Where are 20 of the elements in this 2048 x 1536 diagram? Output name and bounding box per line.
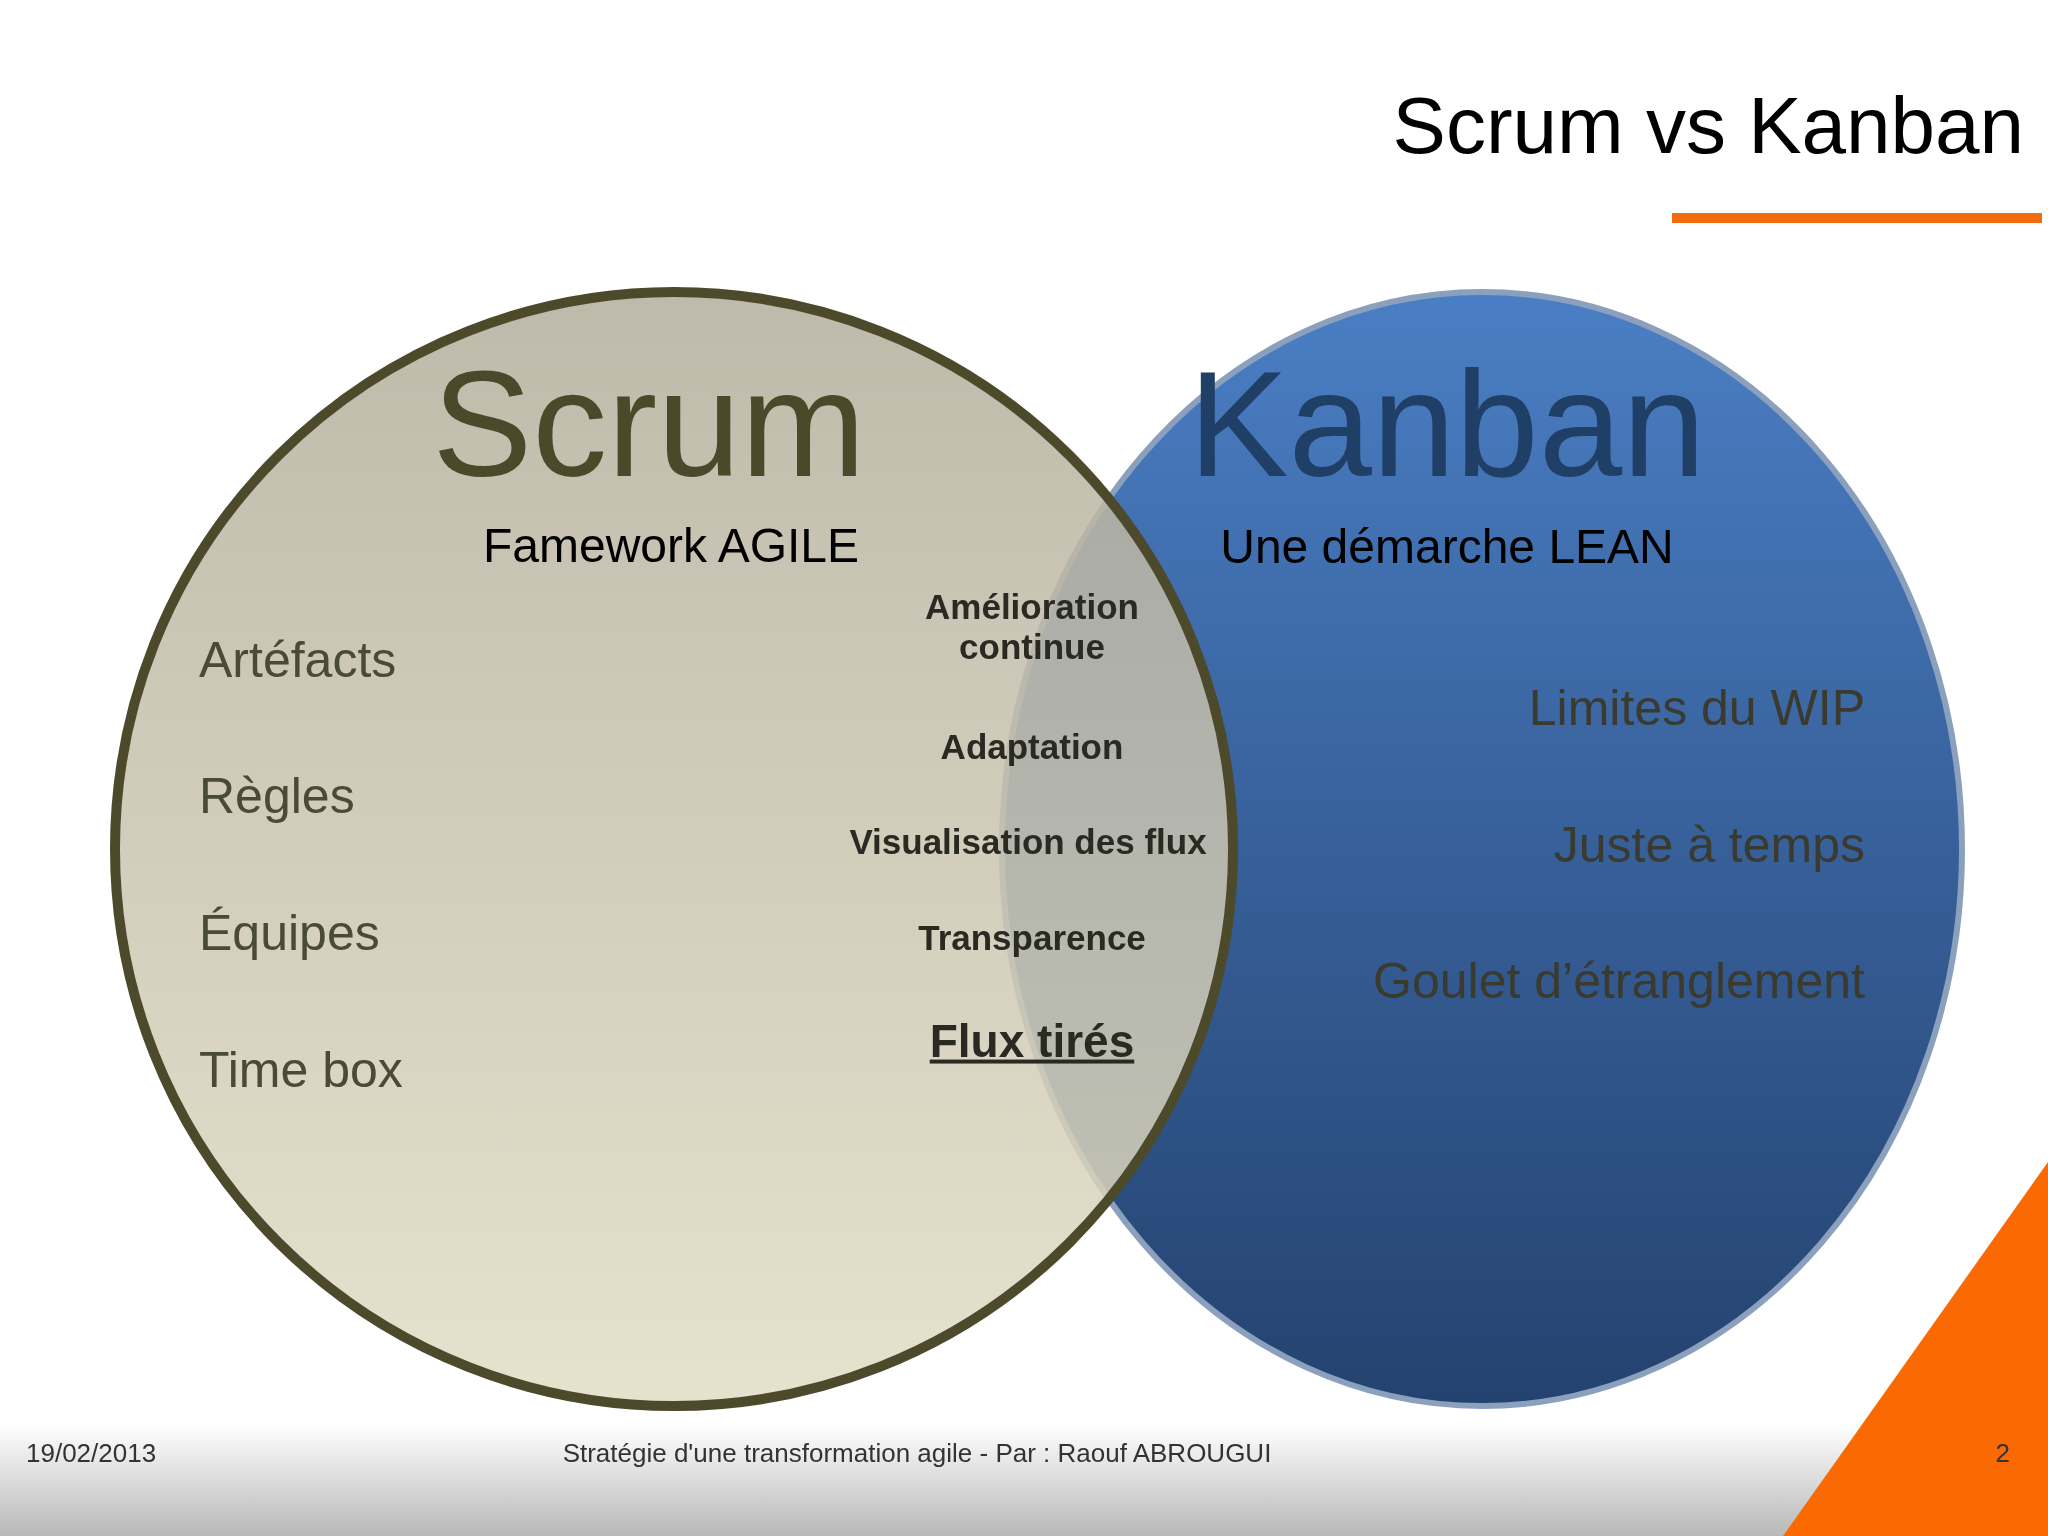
item-text: Juste à temps [1553,817,1865,875]
slide-title: Scrum vs Kanban [1392,80,2024,172]
item-text: Règles [199,768,355,826]
item-text: Goulet d’étranglement [1373,953,1865,1011]
item-text: Artéfacts [199,632,397,690]
overlap-text: Transparence [918,917,1146,959]
overlap-text: Flux tirés [929,1014,1135,1068]
footer-text: Stratégie d'une transformation agile - Par : Raouf ABROUGUI [562,1439,1272,1469]
item-text: Équipes [199,905,380,963]
circle-heading: Scrum [432,338,866,510]
page-number: 2 [1995,1439,2010,1469]
overlap-text: Visualisation des flux [849,821,1207,863]
circle-heading: Kanban [1188,338,1706,510]
item-text: Limites du WIP [1528,680,1865,738]
overlap-text: Adaptation [940,726,1124,768]
circle-subtitle: Une démarche LEAN [1220,519,1674,575]
item-text: Time box [199,1042,403,1100]
footer-date: 19/02/2013 [26,1439,157,1469]
circle-subtitle: Famework AGILE [482,518,860,574]
overlap-text: Amélioration continue [924,586,1140,668]
